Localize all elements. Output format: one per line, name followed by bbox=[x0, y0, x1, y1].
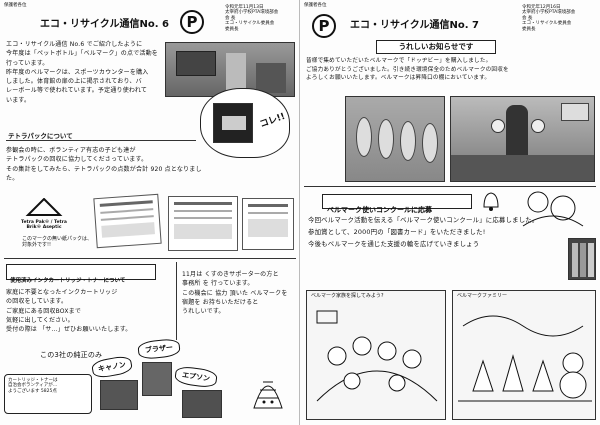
intro-line: 皆様で集めていただいたベルマークで「ドッヂビー」を購入しました。 bbox=[306, 58, 492, 64]
intro-line: ご協力ありがとうございました。引き続き環境保全のためベルマークの回収を bbox=[306, 66, 509, 73]
section-tetrapak-text: 参観会の時に、ボランティア有志の子ども達が テトラパックの回収に協力してくださっ… bbox=[6, 146, 211, 183]
text-line: テトラパックの回収に協力してくださっています。 bbox=[6, 156, 148, 164]
header-tag: 保護者各位 bbox=[304, 3, 327, 8]
highlight-bubble: コレ!! bbox=[200, 88, 290, 158]
caption-line: このマークの無い紙パックは、 bbox=[22, 236, 93, 242]
issuer-committee: エコ・リサイクル委員会 bbox=[522, 21, 572, 27]
mascot-illustration bbox=[250, 368, 286, 412]
issuer-role: 会 長 bbox=[225, 15, 236, 21]
drawing-label: ベルマーク家族を探してみよう? bbox=[311, 293, 384, 299]
issuer-role: 会 長 bbox=[522, 15, 533, 21]
text-line: ご家庭にある回収BOXまで bbox=[6, 307, 82, 315]
issue-meta: 令和元年11月13日 太宰府小学校PTA環境部会 会 長 エコ・リサイクル委員会… bbox=[225, 5, 297, 32]
text-line: この機会に 協力 頂いた ベルマークを bbox=[182, 289, 288, 297]
note-line: カートリッジ・トナーは bbox=[8, 378, 58, 383]
issuer-org: 太宰府小学校PTA環境部会 bbox=[522, 10, 576, 16]
column-divider bbox=[176, 262, 177, 340]
issuer-org: 太宰府小学校PTA環境部会 bbox=[225, 10, 279, 16]
intro-text: エコ・リサイクル通信 No.6 でご紹介したように 今年度は「ペットボトル」「ベ… bbox=[6, 40, 161, 105]
caption-line: 対象外です!! bbox=[22, 242, 52, 249]
issuer-committee: エコ・リサイクル委員会 bbox=[225, 21, 275, 27]
scoreboard-photo bbox=[213, 103, 253, 143]
text-line: 受付の際は 「サ…」ぜひお願いいたします。 bbox=[6, 326, 132, 334]
document-image bbox=[168, 196, 238, 251]
brands-caption: この3社の純正のみ bbox=[40, 351, 103, 359]
issuer-chair: 委員長 bbox=[225, 26, 239, 32]
page-title: エコ・リサイクル通信No. 7 bbox=[350, 20, 479, 31]
dodgebee-photo bbox=[345, 96, 445, 182]
presentation-photo bbox=[450, 96, 595, 182]
intro-text: 皆様で集めていただいたベルマークで「ドッヂビー」を購入しました。 ご協力ありがと… bbox=[306, 57, 596, 83]
note-line: 自治会ボランティアが… bbox=[8, 383, 58, 389]
issue-date: 令和元年12月16日 bbox=[522, 5, 561, 10]
text-line: 宿題を お持ちいただけると bbox=[182, 298, 259, 306]
cartridge-photo bbox=[100, 380, 138, 410]
section-cartridge-heading: 使用済みインクカートリッジ・トナーについて bbox=[6, 264, 156, 284]
intro-line: 今年度は「ペットボトル」「ベルマーク」の点で活動を行っています。 bbox=[6, 50, 159, 67]
text-line: 事務所 を 行っています。 bbox=[182, 280, 254, 288]
divider bbox=[304, 186, 596, 187]
newsletter-page-6: 保護者各位 P エコ・リサイクル通信No. 6 令和元年11月13日 太宰府小学… bbox=[4, 0, 300, 425]
divider bbox=[4, 258, 296, 259]
section-support-text: 11月は くすのきサポーターの方と 事務所 を 行っています。 この機会に 協力… bbox=[182, 270, 297, 316]
section-tetrapak-heading: テトラパックについて bbox=[8, 132, 73, 140]
tetrapak-caption: このマークの無い紙パックは、 対象外です!! bbox=[22, 236, 97, 249]
text-line: 気軽に出してください。 bbox=[6, 316, 74, 324]
contest-text: 今回ベルマーク活動を伝える「ベルマーク使いコンクール」に応募しました。 参加賞と… bbox=[308, 214, 568, 251]
document-image bbox=[93, 193, 162, 249]
newsletter-page-7: 保護者各位 P エコ・リサイクル通信No. 7 令和元年12月16日 太宰府小学… bbox=[300, 0, 600, 425]
intro-line: います。 bbox=[6, 96, 31, 104]
intro-line: エコ・リサイクル通信 No.6 でご紹介したように bbox=[6, 41, 143, 48]
divider bbox=[6, 140, 196, 141]
bubble-label: コレ!! bbox=[258, 111, 287, 131]
tetrapak-logo: Tetra Pak® / Tetra Brik® Aseptic bbox=[20, 197, 68, 231]
cartridge-heading-text: 使用済みインクカートリッジ・トナーについて bbox=[10, 278, 126, 284]
books-photo bbox=[568, 238, 596, 280]
header-tag: 保護者各位 bbox=[4, 3, 27, 8]
issuer-chair: 委員長 bbox=[522, 26, 536, 32]
text-line: 家庭に不要となったインクカートリッジ bbox=[6, 289, 118, 296]
points-note: カートリッジ・トナーは 自治会ボランティアが… ようございます 5825点 bbox=[4, 374, 92, 414]
intro-line: しました。体育館の扉の上に掲示されており、バ bbox=[6, 78, 142, 86]
bellmark-logo: P bbox=[180, 10, 204, 34]
text-line: 参加賞として、2000円の「図書カード」をいただきました! bbox=[308, 228, 486, 237]
announcement-banner: うれしいお知らせです bbox=[376, 40, 496, 54]
bellmark-logo: P bbox=[312, 14, 336, 38]
note-line: ようございます 5825点 bbox=[8, 388, 57, 394]
decorative-illustration bbox=[518, 186, 588, 230]
contest-heading-text: ベルマーク使いコンクールに応募 bbox=[327, 206, 432, 214]
text-line: 今後もベルマークを通じた支援の輪を広げていきましょう bbox=[308, 240, 480, 249]
contest-heading: ベルマーク使いコンクールに応募 bbox=[322, 194, 472, 214]
tetrapak-logo-text: Tetra Pak® / Tetra Brik® Aseptic bbox=[21, 220, 67, 231]
brand-brother: ブラザー bbox=[137, 337, 181, 361]
text-line: 11月は くすのきサポーターの方と bbox=[182, 271, 279, 278]
section-cartridge-text: 家庭に不要となったインクカートリッジ の回収をしています。 ご家庭にある回収BO… bbox=[6, 288, 166, 334]
page-title: エコ・リサイクル通信No. 6 bbox=[40, 19, 169, 30]
contest-drawing: ベルマークファミリー bbox=[452, 290, 596, 420]
issue-date: 令和元年11月13日 bbox=[225, 5, 264, 10]
document-image bbox=[242, 198, 294, 250]
intro-line: 昨年度のベルマークは、スポーツカウンターを購入 bbox=[6, 68, 149, 76]
text-line: の回収をしています。 bbox=[6, 298, 68, 306]
cartridge-photo bbox=[182, 390, 222, 418]
brand-epson: エプソン bbox=[173, 365, 219, 389]
bell-icon bbox=[480, 190, 502, 212]
text-line: その集計をしてみたら、テトラパックの点数が合計 920 点となりました。 bbox=[6, 165, 202, 182]
contest-drawing: ベルマーク家族を探してみよう? bbox=[306, 290, 446, 420]
issue-meta: 令和元年12月16日 太宰府小学校PTA環境部会 会 長 エコ・リサイクル委員会… bbox=[522, 5, 597, 32]
text-line: 今回ベルマーク活動を伝える「ベルマーク使いコンクール」に応募しました。 bbox=[308, 216, 539, 224]
intro-line: よろしくお願いいたします。ベルマークは昇降口の棚においています。 bbox=[306, 75, 491, 82]
text-line: うれしいです。 bbox=[182, 308, 225, 316]
drawing-label: ベルマークファミリー bbox=[457, 293, 508, 299]
text-line: 参観会の時に、ボランティア有志の子ども達が bbox=[6, 147, 136, 154]
cartridge-photo bbox=[142, 362, 172, 396]
intro-line: レーボール等で使われています。予定通り使われて bbox=[6, 87, 148, 95]
